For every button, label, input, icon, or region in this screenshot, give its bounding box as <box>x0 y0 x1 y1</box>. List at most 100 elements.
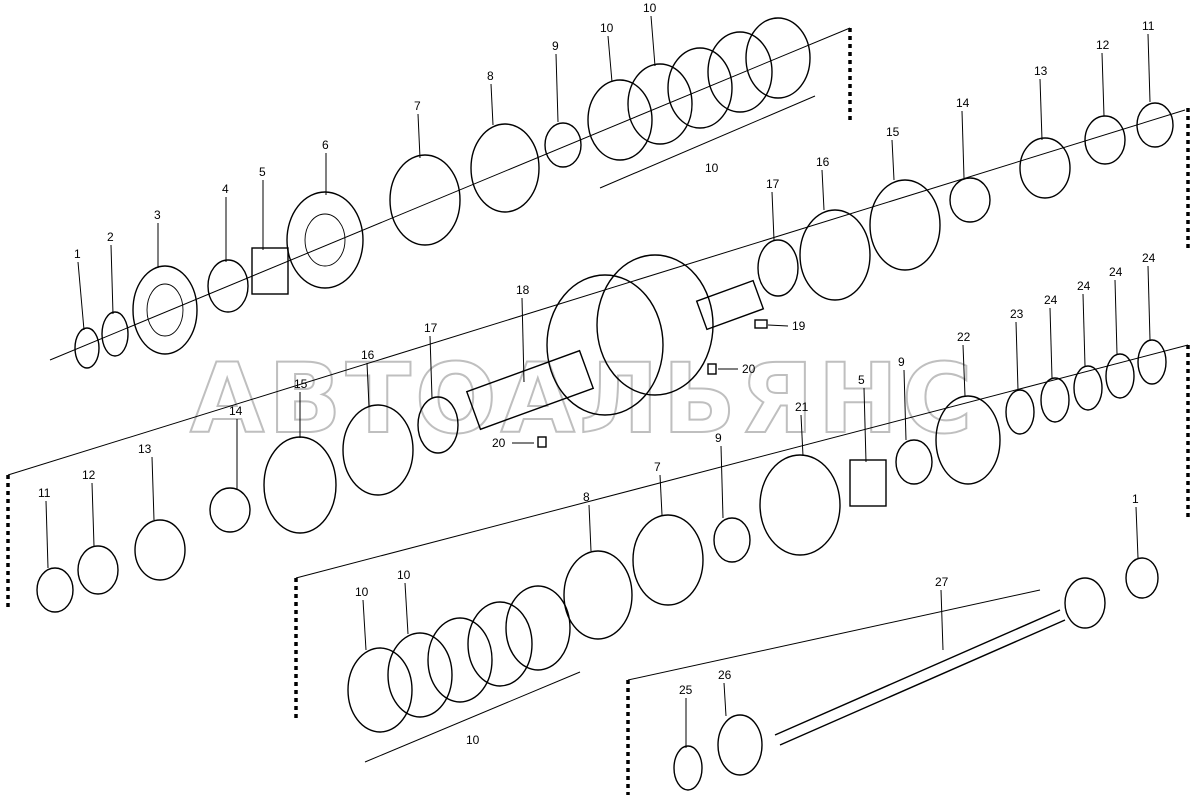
bearing-22 <box>935 395 1001 485</box>
ring-24d <box>1137 339 1167 385</box>
callout-14a: 14 <box>956 96 970 110</box>
sleeve-14b <box>209 487 251 533</box>
ring-17 <box>757 239 799 297</box>
retainer-12b <box>77 545 119 595</box>
spring-13b <box>134 519 186 581</box>
callout-10a: 10 <box>600 21 614 35</box>
sleeve-14 <box>949 177 991 223</box>
callout-7a: 7 <box>414 99 421 113</box>
callout-9a: 9 <box>552 39 559 53</box>
callout-7b: 7 <box>654 460 661 474</box>
callout-18: 18 <box>516 283 530 297</box>
callout-21: 21 <box>795 400 809 414</box>
callout-12a: 12 <box>1096 38 1110 52</box>
callout-14b: 14 <box>229 404 243 418</box>
callout-2: 2 <box>107 230 114 244</box>
callout-20a: 20 <box>742 362 756 376</box>
callout-19: 19 <box>792 319 806 333</box>
shaft-27 <box>774 577 1106 746</box>
clutch-bracket-top <box>599 95 816 189</box>
callouts: 1 2 3 4 5 6 7 8 9 10 10 10 11 12 13 14 1… <box>38 1 1156 748</box>
plug-19 <box>754 319 768 329</box>
callout-5b: 5 <box>858 373 865 387</box>
callout-24d: 24 <box>1142 251 1156 265</box>
middle-axis-line <box>7 109 1186 476</box>
clutch-pack-top <box>587 17 811 161</box>
snap-ring-1 <box>74 327 100 369</box>
callout-10f: 10 <box>466 733 480 747</box>
washer-9 <box>544 122 582 168</box>
needle-bearing-5 <box>251 247 289 295</box>
callout-27: 27 <box>935 575 949 589</box>
spring-13 <box>1019 137 1071 199</box>
lower-axis-line <box>295 344 1189 579</box>
callout-1b: 1 <box>1132 492 1139 506</box>
gear-21 <box>759 454 841 556</box>
ring-24b <box>1073 365 1103 411</box>
ring-24a <box>1040 377 1070 423</box>
callout-16b: 16 <box>361 348 375 362</box>
snap-ring-11b <box>36 567 74 613</box>
callout-5a: 5 <box>259 165 266 179</box>
bearing-26 <box>717 714 763 776</box>
callout-10e: 10 <box>397 568 411 582</box>
callout-15a: 15 <box>886 125 900 139</box>
callout-23: 23 <box>1010 307 1024 321</box>
callout-10b: 10 <box>643 1 657 15</box>
callout-3: 3 <box>154 208 161 222</box>
callout-22: 22 <box>957 330 971 344</box>
needle-bearing-5b <box>849 459 887 507</box>
callout-17b: 17 <box>424 321 438 335</box>
retainer-12 <box>1084 115 1126 165</box>
callout-13b: 13 <box>138 442 152 456</box>
ring-17b <box>417 396 459 454</box>
callout-10d: 10 <box>355 585 369 599</box>
bearing-3-inner <box>146 283 184 337</box>
snap-ring-1b <box>1125 557 1159 599</box>
gear-6-bore <box>304 213 346 267</box>
callout-13a: 13 <box>1034 64 1048 78</box>
ring-16 <box>799 209 871 301</box>
washer-9b <box>895 439 933 485</box>
clutch-bracket-bottom <box>364 671 581 763</box>
top-assembly <box>6 17 1190 795</box>
callout-9c: 9 <box>715 431 722 445</box>
callout-6: 6 <box>322 138 329 152</box>
top-axis-line <box>49 27 851 361</box>
callout-17a: 17 <box>766 177 780 191</box>
callout-10c: 10 <box>705 161 719 175</box>
callout-11b: 11 <box>38 486 51 500</box>
ring-7b <box>632 514 704 606</box>
callout-15b: 15 <box>294 377 308 391</box>
bottom-axis-line <box>627 589 1041 681</box>
washer-9c <box>713 517 751 563</box>
callout-1a: 1 <box>74 247 81 261</box>
watermark-text: АВТОАЛЬЯНС <box>190 343 976 455</box>
bearing-3 <box>132 265 198 355</box>
piston-15 <box>869 179 941 271</box>
callout-25: 25 <box>679 683 693 697</box>
clutch-pack-bottom <box>347 585 571 733</box>
callout-24b: 24 <box>1077 279 1091 293</box>
snap-ring-23 <box>1005 389 1035 435</box>
callout-12b: 12 <box>82 468 96 482</box>
ring-24c <box>1105 353 1135 399</box>
callout-24a: 24 <box>1044 293 1058 307</box>
plate-8b <box>563 550 633 640</box>
plug-20a <box>707 363 717 375</box>
bushing-4 <box>207 259 249 313</box>
ring-7 <box>389 154 461 246</box>
snap-ring-2 <box>101 311 129 357</box>
ring-16b <box>342 404 414 496</box>
callout-8a: 8 <box>487 69 494 83</box>
plate-8 <box>470 123 540 213</box>
gear-6 <box>286 191 364 289</box>
drum-shaft-18 <box>465 254 765 431</box>
callout-26: 26 <box>718 668 732 682</box>
snap-ring-25 <box>673 745 703 791</box>
callout-11a: 11 <box>1142 19 1155 33</box>
callout-9b: 9 <box>898 355 905 369</box>
callout-24c: 24 <box>1109 265 1123 279</box>
plug-20b <box>537 436 547 448</box>
